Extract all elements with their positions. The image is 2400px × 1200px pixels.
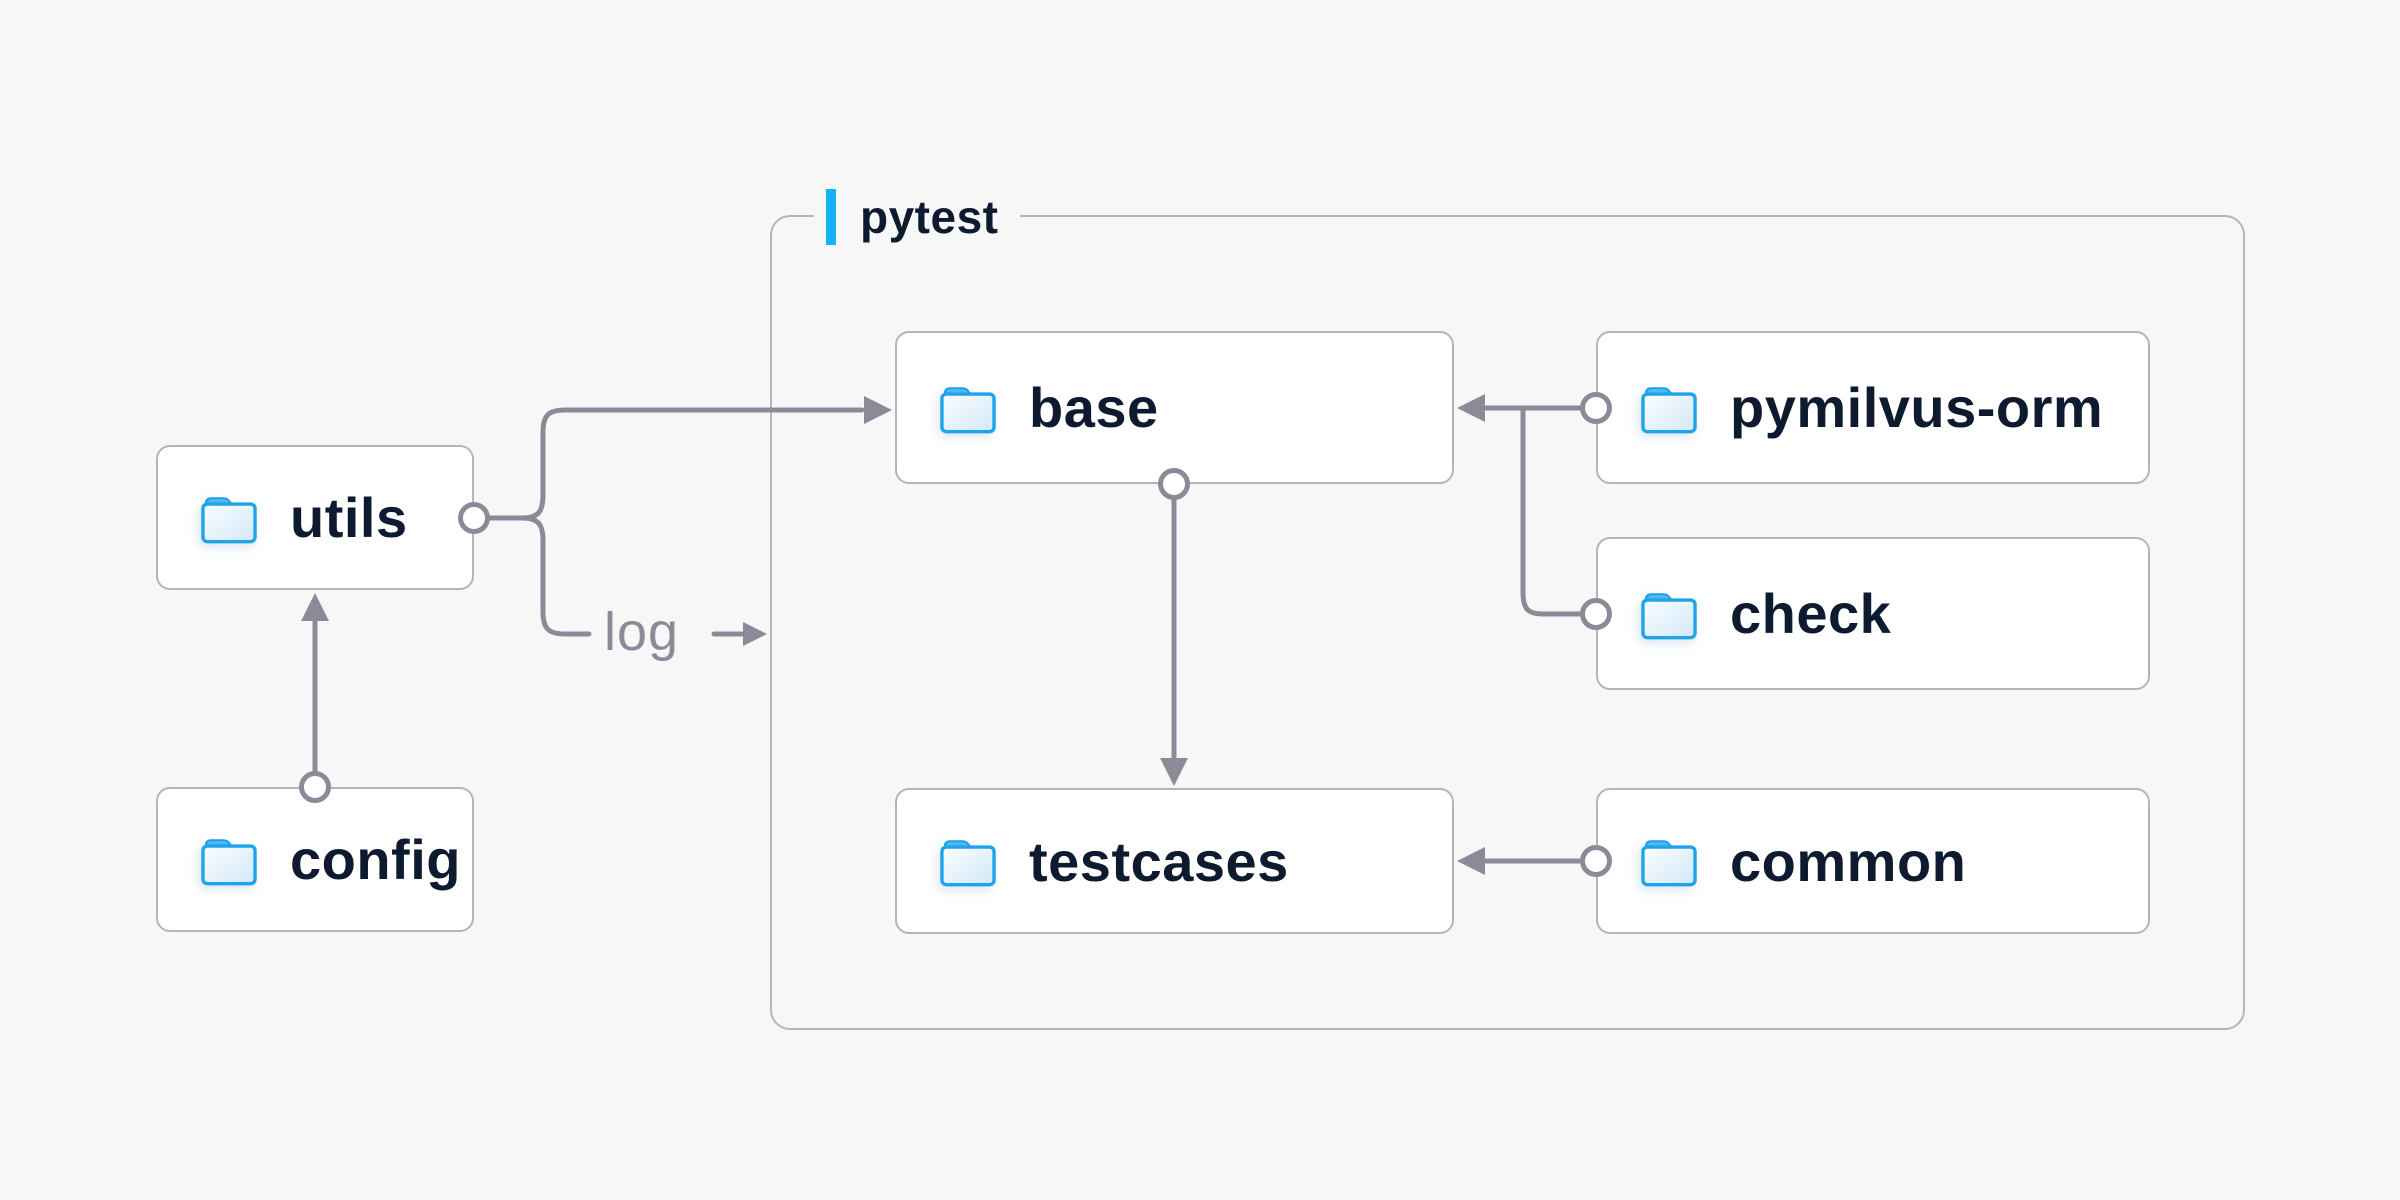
accent-bar xyxy=(826,189,836,245)
folder-icon xyxy=(201,496,257,543)
node-label: pymilvus-orm xyxy=(1730,376,2104,439)
arrowhead-right-icon xyxy=(743,622,767,646)
edge-config-utils xyxy=(299,593,331,803)
node-check: check xyxy=(1596,537,2150,690)
node-testcases: testcases xyxy=(895,788,1454,934)
node-config: config xyxy=(156,787,474,932)
folder-icon xyxy=(940,386,996,433)
arrowhead-up-icon xyxy=(301,593,329,621)
edge-label-log: log xyxy=(604,602,680,662)
node-label: common xyxy=(1730,829,1967,893)
folder-icon xyxy=(201,838,257,885)
node-label: config xyxy=(290,828,461,891)
node-label: testcases xyxy=(1029,829,1289,893)
pytest-group-container: pytest xyxy=(770,187,2245,1030)
folder-icon xyxy=(1641,592,1697,639)
folder-icon xyxy=(940,840,996,887)
node-label: base xyxy=(1029,376,1159,439)
node-label: utils xyxy=(290,486,408,549)
node-label: check xyxy=(1730,582,1892,645)
pytest-group-label: pytest xyxy=(814,187,1021,247)
node-utils: utils xyxy=(156,445,474,590)
node-pymilvus-orm: pymilvus-orm xyxy=(1596,331,2150,484)
folder-icon xyxy=(1641,840,1697,887)
group-label-text: pytest xyxy=(860,191,999,243)
node-base: base xyxy=(895,331,1454,484)
folder-icon xyxy=(1641,386,1697,433)
node-common: common xyxy=(1596,788,2150,934)
